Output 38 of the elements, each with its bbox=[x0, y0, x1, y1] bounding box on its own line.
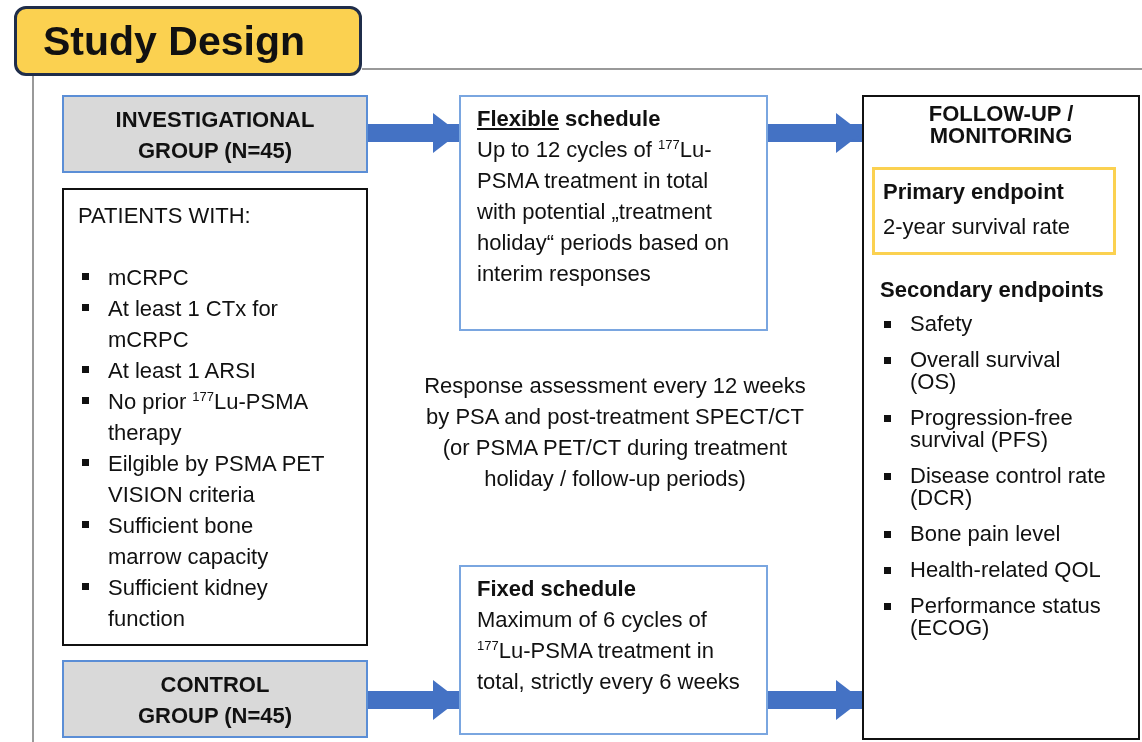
arrow bbox=[768, 680, 862, 720]
list-item: Safety bbox=[910, 313, 973, 335]
box-heading: Primary endpoint bbox=[883, 178, 1065, 206]
title-banner: Study Design bbox=[14, 6, 362, 76]
box-heading: Flexible schedule bbox=[477, 105, 662, 133]
info-box bbox=[862, 95, 1140, 740]
list-item: Bone pain level bbox=[910, 523, 1061, 545]
box-heading: Fixed schedule bbox=[477, 575, 637, 603]
box-heading: FOLLOW-UP / MONITORING bbox=[927, 103, 1075, 147]
list-item: Performance status (ECOG) bbox=[910, 595, 1102, 639]
arrow bbox=[768, 113, 862, 153]
list-item: Progression-free survival (PFS) bbox=[910, 407, 1074, 451]
list-item: Health-related QOL bbox=[910, 559, 1101, 581]
list-item: Sufficient kidney function bbox=[108, 574, 269, 633]
list-item: Sufficient bone marrow capacity bbox=[108, 512, 270, 571]
arrow bbox=[368, 680, 459, 720]
list-item: Overall survival (OS) bbox=[910, 349, 1062, 393]
box-heading: PATIENTS WITH: bbox=[78, 202, 252, 230]
box-text: Maximum of 6 cycles of $^{177}$Lu-PSMA treatment in total, strictly every 6 weeks bbox=[477, 606, 741, 696]
box-text: Up to 12 cycles of $^{177}$Lu-PSMA treatment in total with potential „treatment holiday“ periods based on interim responses bbox=[477, 135, 730, 288]
note-text: Response assessment every 12 weeks by PSA and post-treatment SPECT/CT (or PSMA PET/CT during treatment holiday / follow-up periods) bbox=[423, 372, 807, 493]
section-heading: Secondary endpoints bbox=[880, 279, 1105, 301]
text-box bbox=[872, 167, 1116, 255]
list-item: At least 1 CTx for mCRPC bbox=[108, 295, 279, 354]
list-item: At least 1 ARSI bbox=[108, 357, 256, 385]
box-text: 2-year survival rate bbox=[883, 213, 1072, 241]
list-item: mCRPC bbox=[108, 264, 189, 292]
group-box bbox=[62, 95, 368, 173]
group-box bbox=[62, 660, 368, 738]
list-item: No prior $^{177}$Lu-PSMA therapy bbox=[108, 387, 309, 447]
text-box bbox=[459, 565, 768, 735]
arrow bbox=[368, 113, 459, 153]
list-item: Eilgible by PSMA PET VISION criteria bbox=[108, 450, 326, 509]
group-label: CONTROL GROUP (N=45) bbox=[136, 671, 294, 730]
info-box bbox=[62, 188, 368, 646]
list-item: Disease control rate (DCR) bbox=[910, 465, 1107, 509]
group-label: INVESTIGATIONAL GROUP (N=45) bbox=[114, 106, 316, 165]
text-box bbox=[459, 95, 768, 331]
